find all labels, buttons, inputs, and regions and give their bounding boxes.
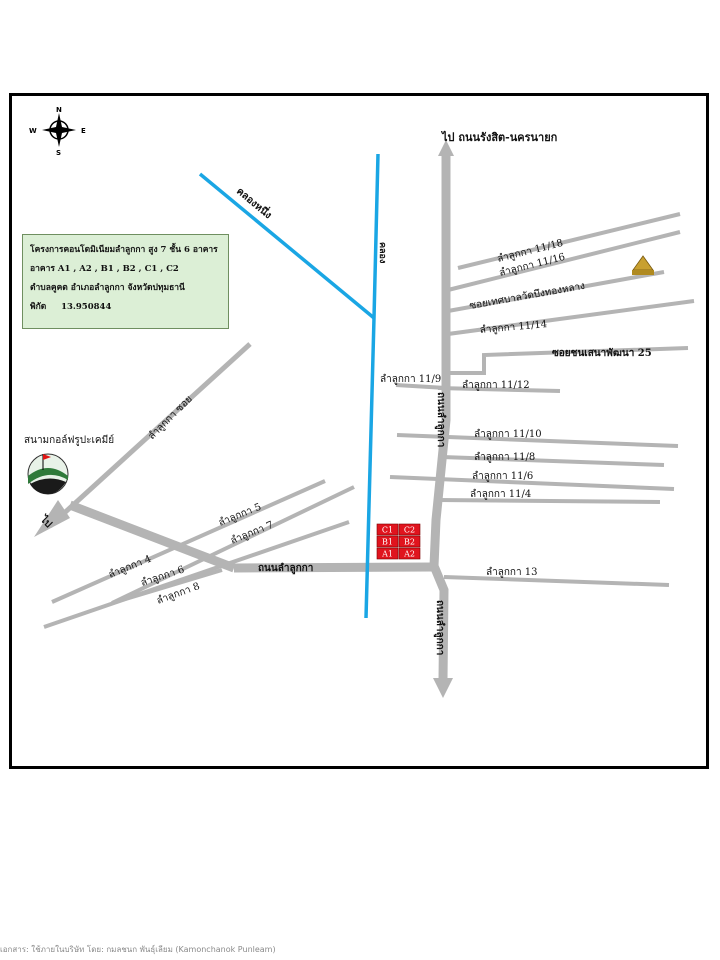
- road-label-11-14: ลำลูกกา 11/14: [479, 319, 547, 336]
- building-label-a1: A1: [381, 550, 393, 559]
- building-label-a2: A2: [403, 550, 415, 559]
- soi-11-6-road: [389, 475, 675, 491]
- soi-25-road: [446, 346, 689, 375]
- compass-w: W: [29, 127, 37, 135]
- west-arrowhead: [34, 500, 70, 537]
- road-label-11-6: ลำลูกกา 11/6: [472, 471, 533, 482]
- road-label-7: ลำลูกกา 7: [229, 520, 275, 547]
- footer-note: เอกสาร: ใช้ภายในบริษัท โดย: กมลชนก พันธุ…: [0, 945, 276, 954]
- info-line-project: โครงการคอนโดมิเนียมลำลูกกา สูง 7 ชั้น 6 …: [30, 245, 218, 255]
- canal-vertical: [364, 153, 380, 619]
- canal-diagonal: [198, 172, 376, 320]
- upper-diagonal-road: [48, 342, 252, 528]
- compass-e: E: [81, 127, 86, 135]
- road-label-11-12: ลำลูกกา 11/12: [462, 380, 530, 391]
- building-b2: [398, 535, 421, 548]
- soi-11-12-road: [437, 386, 561, 393]
- golf-course-label: สนามกอล์ฟรูปะเคมีย์: [24, 434, 114, 446]
- road-label-13: ลำลูกกา 13: [486, 567, 538, 578]
- info-line-coordinates: พิกัด 13.950844: [30, 298, 221, 317]
- top-direction-label: ไป ถนนรังสิต-นครนายก: [440, 130, 558, 144]
- compass-n: N: [56, 106, 62, 114]
- building-c2: [398, 523, 421, 536]
- soi-11-9-road: [395, 383, 447, 390]
- soi-5-road: [51, 479, 326, 604]
- project-info-box: โครงการคอนโดมิเนียมลำลูกกา สูง 7 ชั้น 6 …: [22, 234, 229, 329]
- compass-rose: N S E W: [29, 106, 86, 157]
- soi-6-road: [111, 568, 223, 605]
- info-line-location: ตำบลคูคต อำเภอลำลูกกา จังหวัดปทุมธานี: [30, 283, 185, 293]
- golf-icon-ground: [30, 478, 66, 494]
- road-label-25: ซอยชนเสนาพัฒนา 25: [552, 347, 652, 359]
- canals: [198, 153, 380, 619]
- temple-roof: [632, 255, 654, 271]
- map-frame: [9, 93, 709, 769]
- building-label-c2: C2: [404, 526, 415, 535]
- building-a2: [398, 547, 421, 560]
- building-label-b2: B2: [404, 538, 415, 547]
- road-network: [34, 140, 695, 698]
- road-label-11-4: ลำลูกกา 11/4: [470, 489, 531, 500]
- building-c1: [376, 523, 399, 536]
- golf-flag-icon: [43, 454, 51, 460]
- soi-8-road: [43, 520, 350, 629]
- soi-13-road: [443, 575, 670, 587]
- soi-11-18-road: [457, 212, 681, 270]
- soi-11-10-road: [396, 433, 679, 448]
- road-label-diagonal-upper: ลำลูกกา ซอย: [146, 394, 194, 442]
- road-label-main-vertical-bottom: ถนนลำลูกกา: [433, 600, 446, 655]
- building-label-c1: C1: [382, 526, 393, 535]
- main-horizontal-road: [233, 562, 435, 573]
- soi-11-14-road: [447, 299, 695, 336]
- building-b1: [376, 535, 399, 548]
- south-arrowhead: [433, 678, 453, 698]
- temple-icon: [632, 255, 654, 275]
- golf-course-icon: [27, 453, 69, 495]
- canal-diagonal-label: คลองหนึ่ง: [234, 184, 275, 222]
- soi-11-8-road: [441, 455, 665, 467]
- road-label-main-horizontal: ถนนลำลูกกา: [258, 562, 313, 575]
- compass-s: S: [56, 149, 61, 157]
- soi-11-16-road: [447, 230, 681, 292]
- soi-11-4-road: [437, 498, 661, 504]
- info-coordinates-label: พิกัด: [30, 302, 47, 312]
- soi-temple-road: [447, 270, 665, 313]
- north-arrowhead: [438, 140, 454, 156]
- building-label-b1: B1: [382, 538, 393, 547]
- road-label-11-9: ลำลูกกา 11/9: [380, 374, 441, 385]
- road-label-main-vertical-top: ถนนลำลูกกา: [434, 392, 447, 447]
- info-line-buildings: อาคาร A1 , A2 , B1 , B2 , C1 , C2: [30, 264, 179, 274]
- road-label-11-8: ลำลูกกา 11/8: [474, 452, 535, 463]
- info-coordinates-value: 13.950844: [61, 302, 112, 312]
- compass-star-icon: [42, 113, 76, 147]
- road-label-temple: ซอยเทศบาลวัดบึงทองหลาง: [468, 280, 586, 312]
- road-label-11-10: ลำลูกกา 11/10: [474, 429, 542, 440]
- temple-base: [632, 270, 654, 275]
- golf-icon-green: [28, 468, 68, 484]
- canal-vertical-label: คลอง: [377, 242, 387, 263]
- soi-7-road: [111, 485, 355, 605]
- building-a1: [376, 547, 399, 560]
